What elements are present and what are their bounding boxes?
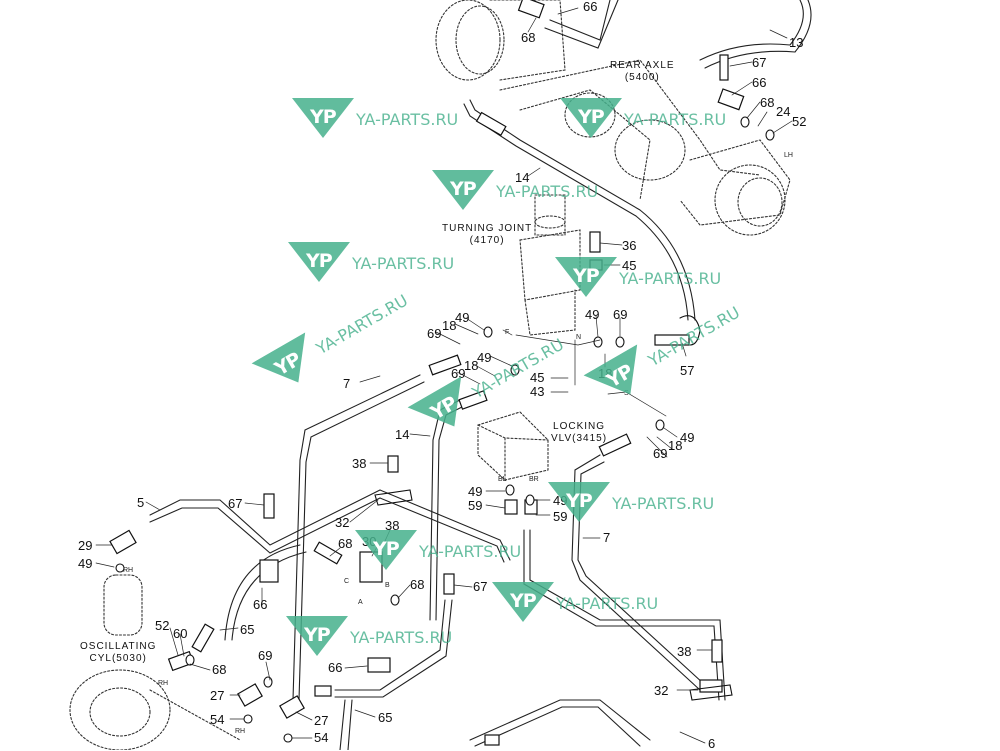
callout-number: 66	[328, 660, 343, 675]
callout-number: 68	[410, 577, 425, 592]
pipes	[149, 0, 812, 750]
oscillating-cylinder-drawing	[69, 574, 241, 750]
callout-number: 66	[253, 597, 268, 612]
turning-joint-caption: TURNING JOINT (4170)	[442, 223, 532, 247]
port-label: RH	[158, 680, 169, 687]
callout-number: 49	[455, 310, 470, 325]
rear-axle-name: REAR AXLE	[610, 60, 675, 71]
callout-number: 38	[677, 644, 692, 659]
callout-number: 68	[338, 536, 353, 551]
callout-number: 6	[708, 736, 716, 751]
callout-number: 59	[553, 509, 568, 524]
callout-number: 27	[314, 713, 329, 728]
port-label: B	[385, 582, 390, 589]
port-label: C	[344, 578, 350, 585]
callout-number: 60	[173, 626, 188, 641]
callout-number: 24	[776, 104, 791, 119]
port-label: A	[358, 599, 363, 606]
callout-number: 69	[427, 326, 442, 341]
callout-number: 36	[622, 238, 637, 253]
turning-joint-drawing	[519, 194, 581, 336]
clamps	[374, 315, 733, 701]
callout-number: 49	[477, 350, 492, 365]
callout-number: 52	[792, 114, 807, 129]
callout-number: 49	[78, 556, 93, 571]
callout-number: 66	[752, 75, 767, 90]
callout-number: 66	[583, 0, 598, 14]
callout-number: 38	[385, 518, 400, 533]
callout-number: 7	[603, 530, 611, 545]
oscillating-cyl-code: CYL(5030)	[89, 653, 147, 664]
callout-number: 18	[442, 318, 457, 333]
callout-number: 14	[395, 427, 410, 442]
callout-number: 45	[530, 370, 545, 385]
callout-number: 68	[212, 662, 227, 677]
port-label: RH	[123, 567, 134, 574]
callout-number: 32	[654, 683, 669, 698]
callout-number: 67	[473, 579, 488, 594]
callout-number: 18	[464, 358, 479, 373]
callout-number: 49	[468, 484, 483, 499]
callout-number: 57	[680, 363, 695, 378]
callout-number: 68	[521, 30, 536, 45]
callout-number: 29	[78, 538, 93, 553]
callout-number: 27	[210, 688, 225, 703]
turning-joint-name: TURNING JOINT	[442, 223, 533, 234]
callout-number: 38	[352, 456, 367, 471]
oscillating-cyl-name: OSCILLATING	[80, 641, 157, 652]
callout-number: 54	[314, 730, 329, 745]
callout-number: 7	[343, 376, 351, 391]
callout-number: 49	[585, 307, 600, 322]
callout-number: 49	[553, 493, 568, 508]
oscillating-cyl-caption: OSCILLATING CYL(5030)	[80, 641, 156, 665]
port-label: N	[576, 334, 582, 341]
port-label: LH	[784, 152, 793, 159]
turning-joint-code: (4170)	[469, 235, 505, 246]
leader-lines	[95, 7, 793, 744]
callout-number: 69	[451, 366, 466, 381]
callout-number: 14	[515, 170, 530, 185]
callout-number: 45	[622, 258, 637, 273]
callout-number: 30	[362, 534, 377, 549]
port-label: BR	[529, 476, 539, 483]
callout-number: 67	[228, 496, 243, 511]
callout-number: 54	[210, 712, 225, 727]
callout-number: 18	[598, 366, 613, 381]
locking-valve-drawing	[477, 411, 549, 481]
locking-valve-caption: LOCKING VLV(3415)	[551, 421, 607, 445]
locking-valve-name: LOCKING	[553, 421, 606, 432]
callout-number: 43	[530, 384, 545, 399]
callout-number: 18	[668, 438, 683, 453]
callout-number: 5	[137, 495, 145, 510]
callout-number: 69	[258, 648, 273, 663]
port-label: S	[624, 390, 629, 397]
callout-number: 59	[468, 498, 483, 513]
port-label: BL	[498, 476, 507, 483]
callout-number: 69	[653, 446, 668, 461]
port-label: RH	[235, 728, 246, 735]
callout-number: 13	[789, 35, 804, 50]
port-label: F	[505, 329, 510, 336]
callout-number: 69	[613, 307, 628, 322]
callout-number: 49	[680, 430, 695, 445]
rear-axle-code: (5400)	[624, 72, 660, 83]
rear-axle-caption: REAR AXLE (5400)	[610, 60, 675, 84]
callout-number: 65	[378, 710, 393, 725]
callout-number: 67	[752, 55, 767, 70]
callout-number: 52	[155, 618, 170, 633]
callout-number: 32	[335, 515, 350, 530]
callout-number: 68	[760, 95, 775, 110]
locking-valve-code: VLV(3415)	[551, 433, 608, 444]
o-rings	[115, 116, 775, 743]
callout-number: 65	[240, 622, 255, 637]
